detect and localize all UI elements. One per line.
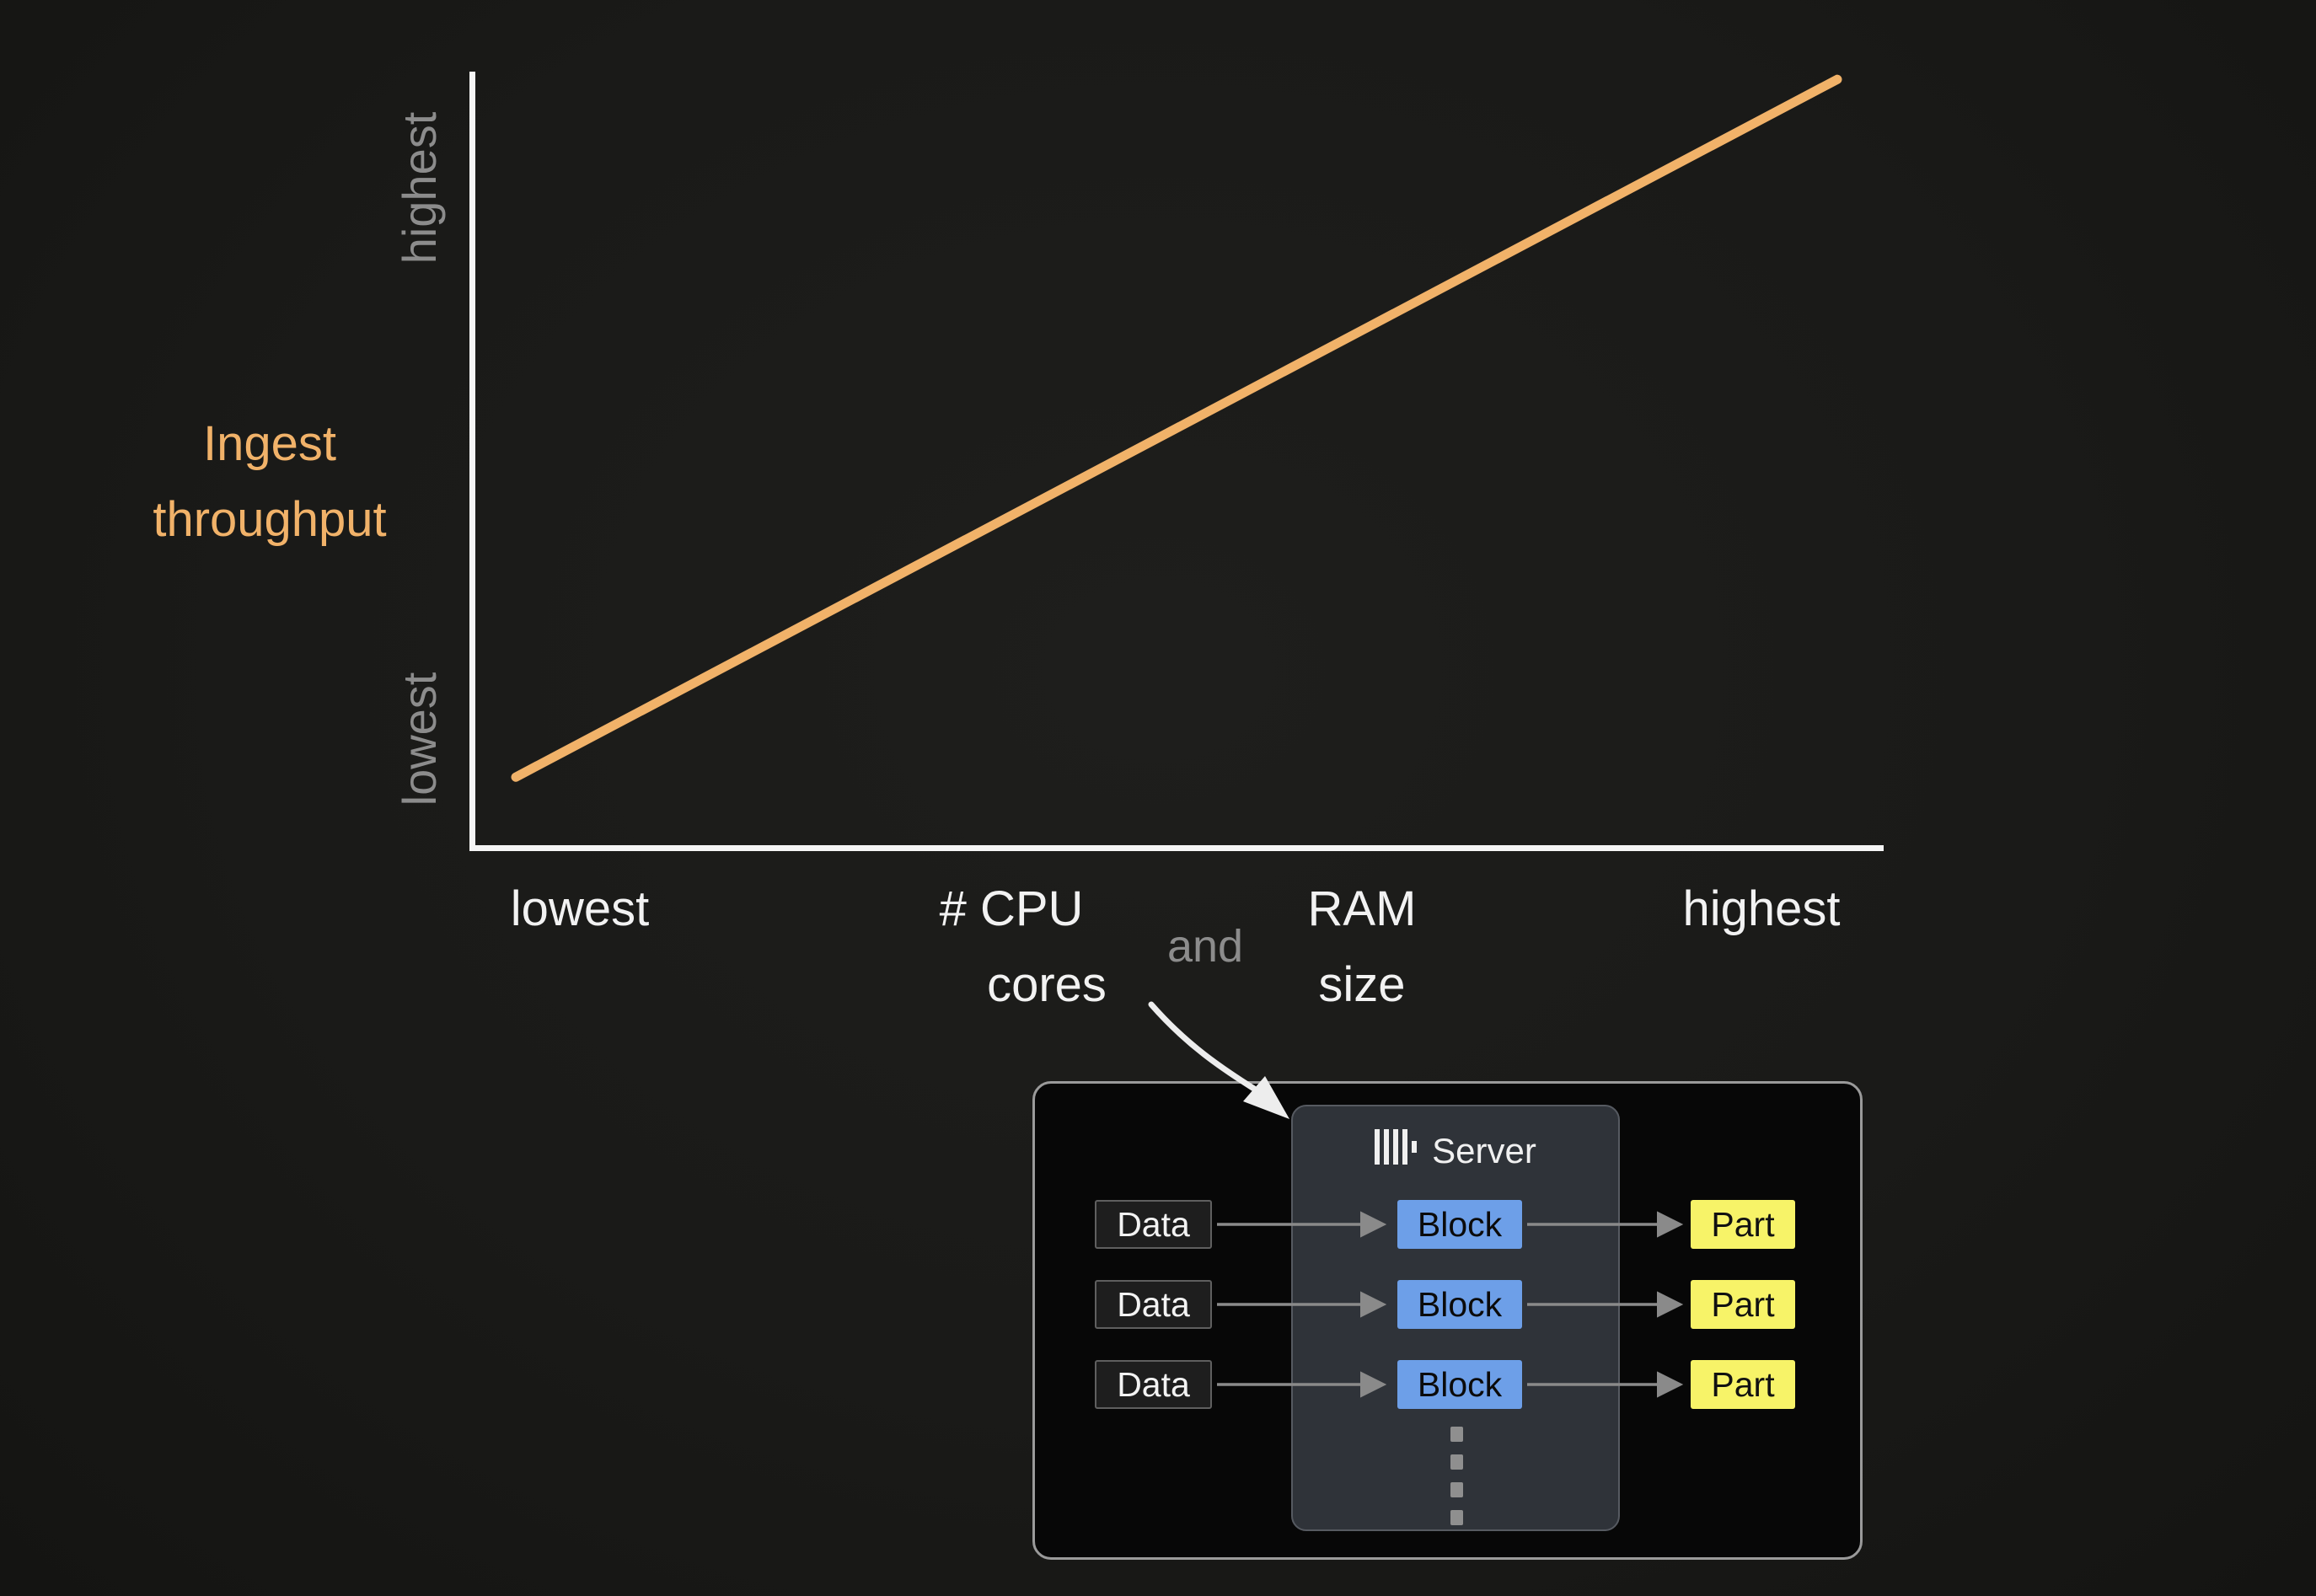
data-box: Data [1095, 1280, 1212, 1329]
server-header: Server [1291, 1129, 1620, 1173]
part-box: Part [1691, 1280, 1795, 1329]
y-axis-line [469, 72, 475, 851]
x-axis-line [469, 845, 1884, 851]
y-axis-title: Ingest throughput [84, 406, 455, 558]
y-axis-title-line1: Ingest [203, 416, 336, 471]
clickhouse-logo-icon [1375, 1129, 1418, 1173]
x-axis-title-cpu-line2: cores [987, 957, 1107, 1012]
x-axis-title-ram-line1: RAM [1307, 881, 1417, 936]
x-axis-connector: and [1166, 921, 1244, 972]
y-tick-lowest: lowest [392, 672, 446, 806]
block-box: Block [1397, 1280, 1522, 1329]
y-axis-title-line2: throughput [153, 491, 387, 547]
block-box: Block [1397, 1200, 1522, 1249]
block-box: Block [1397, 1360, 1522, 1409]
data-box: Data [1095, 1360, 1212, 1409]
y-tick-highest: highest [392, 111, 446, 265]
x-axis-title-ram-line2: size [1318, 957, 1406, 1012]
x-axis-title-cpu-line1: # CPU [939, 881, 1084, 936]
x-tick-lowest: lowest [510, 881, 650, 936]
x-tick-highest: highest [1682, 881, 1841, 936]
data-box: Data [1095, 1200, 1212, 1249]
throughput-line [511, 74, 1842, 782]
server-label: Server [1432, 1131, 1536, 1170]
part-box: Part [1691, 1360, 1795, 1409]
part-box: Part [1691, 1200, 1795, 1249]
